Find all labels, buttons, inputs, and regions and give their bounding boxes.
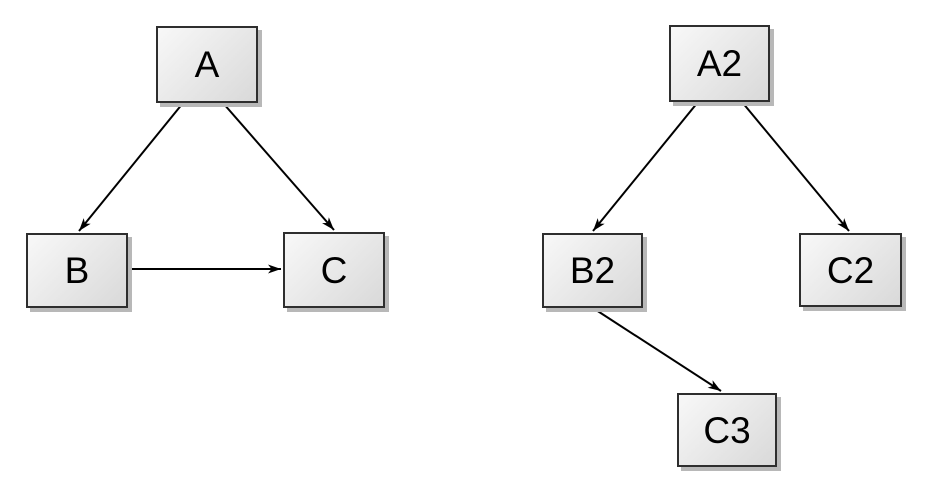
node-C2[interactable]: C2 (799, 233, 902, 307)
edge-A-C[interactable] (222, 102, 335, 231)
node-A[interactable]: A (156, 26, 258, 103)
node-B2[interactable]: B2 (542, 233, 643, 308)
node-label: A (194, 44, 220, 85)
node-label: A2 (696, 43, 743, 84)
edge-A2-B2[interactable] (592, 101, 699, 232)
node-label: C (320, 249, 348, 291)
node-A2[interactable]: A2 (669, 25, 770, 102)
node-B[interactable]: B (26, 233, 128, 308)
edge-A-B[interactable] (78, 102, 184, 232)
node-label: C2 (826, 249, 875, 291)
node-label: C3 (703, 409, 751, 451)
edges-group (78, 101, 850, 392)
node-label: B2 (569, 250, 616, 291)
node-label: B (64, 250, 90, 291)
node-C3[interactable]: C3 (677, 393, 777, 467)
edge-B2-C3[interactable] (592, 307, 722, 392)
node-C[interactable]: C (283, 232, 385, 308)
edge-A2-C2[interactable] (741, 101, 850, 232)
